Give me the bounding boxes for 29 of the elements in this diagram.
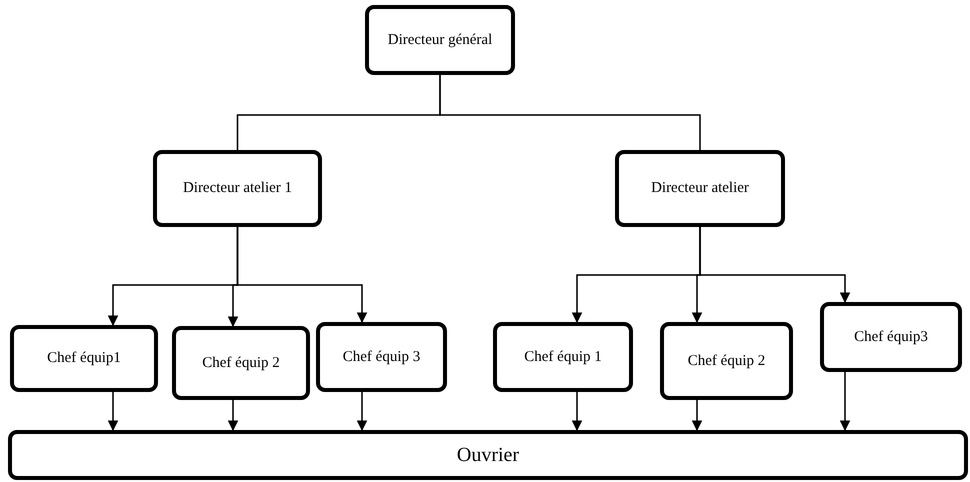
- org-box: [365, 5, 515, 75]
- org-box: [615, 150, 785, 227]
- org-box: [820, 302, 962, 372]
- org-box: [660, 322, 793, 400]
- box-label: Directeur atelier: [651, 180, 749, 197]
- box-label: Directeur atelier 1: [182, 180, 292, 197]
- org-box: [153, 150, 322, 227]
- box-label: Chef équip 3: [342, 348, 420, 366]
- arrow: [236, 227, 368, 324]
- box-label: Chef équip 2: [202, 354, 280, 372]
- arrow: [692, 400, 702, 432]
- arrow: [572, 392, 582, 432]
- org-box: [10, 325, 158, 392]
- box-label: Chef équip1: [47, 350, 121, 367]
- box-label: Ouvrier: [456, 444, 520, 466]
- arrow: [840, 372, 850, 432]
- org-box: [172, 326, 310, 400]
- arrow: [699, 227, 850, 304]
- org-box: [316, 322, 447, 392]
- arrow: [356, 392, 368, 432]
- box-label: Directeur général: [388, 32, 492, 48]
- connector-line: [439, 75, 701, 150]
- org-box: [493, 322, 633, 392]
- org-box: [8, 430, 968, 480]
- box-label: Chef équip 1: [524, 348, 602, 366]
- box-label: Chef équip3: [854, 328, 928, 346]
- box-label: Chef équip 2: [688, 352, 766, 370]
- arrow: [108, 392, 118, 432]
- arrow: [228, 400, 238, 432]
